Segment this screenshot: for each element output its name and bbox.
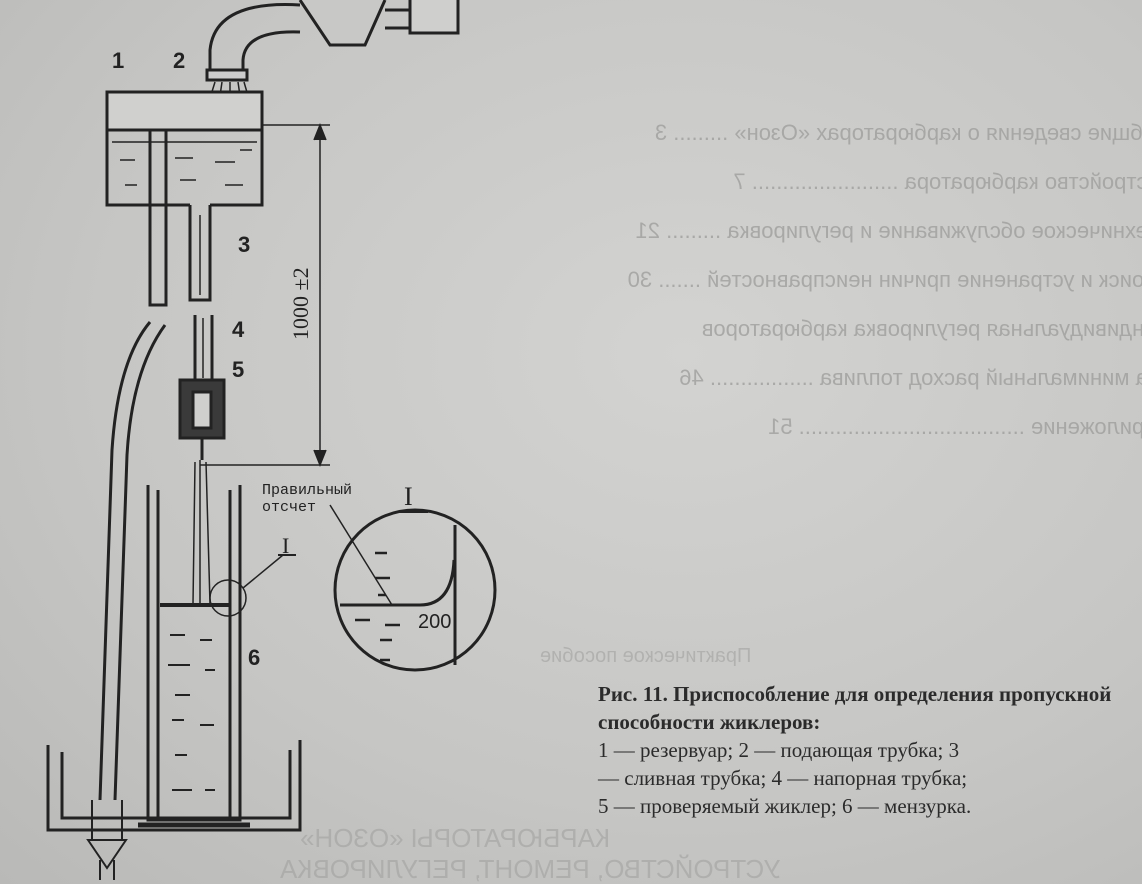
caption-title: Рис. 11. Приспособление для определения … [598,682,1112,734]
label-6: 6 [248,645,260,670]
label-3: 3 [238,232,250,257]
dimension-text: 1000 ±2 [288,267,313,340]
pressure-tube-4 [193,315,214,380]
reservoir [105,90,330,207]
label-1: 1 [112,48,124,73]
tub [46,740,302,832]
supply-fixture [298,0,460,47]
caption-line: 5 — проверяемый жиклер; 6 — мензурка. [598,794,972,818]
correct-reading-label: Правильный [262,482,352,499]
drain-arrow-icon [86,800,128,870]
supply-tube-nozzle [205,68,249,82]
caption-line: 1 — резервуар; 2 — подающая трубка; 3 [598,738,960,762]
correct-reading-label-2: отсчет [262,499,316,516]
detail-mark-2: I [282,533,289,558]
scale-value: 200 [418,611,451,633]
drain-tube [148,130,168,307]
caption-line: — сливная трубка; 4 — напорная трубка; [598,766,968,790]
graduated-cylinder [138,460,284,828]
drain-outlet [99,860,115,880]
supply-tube [208,3,301,78]
label-4: 4 [232,317,245,342]
magnified-detail [329,504,497,672]
jet-bore [191,390,213,430]
dimension-line [200,122,330,468]
detail-mark: I [404,482,413,511]
label-5: 5 [232,357,244,382]
pressure-tube [188,205,212,302]
figure-caption: Рис. 11. Приспособление для определения … [598,680,1118,820]
label-2: 2 [173,48,185,73]
hose [98,321,167,801]
